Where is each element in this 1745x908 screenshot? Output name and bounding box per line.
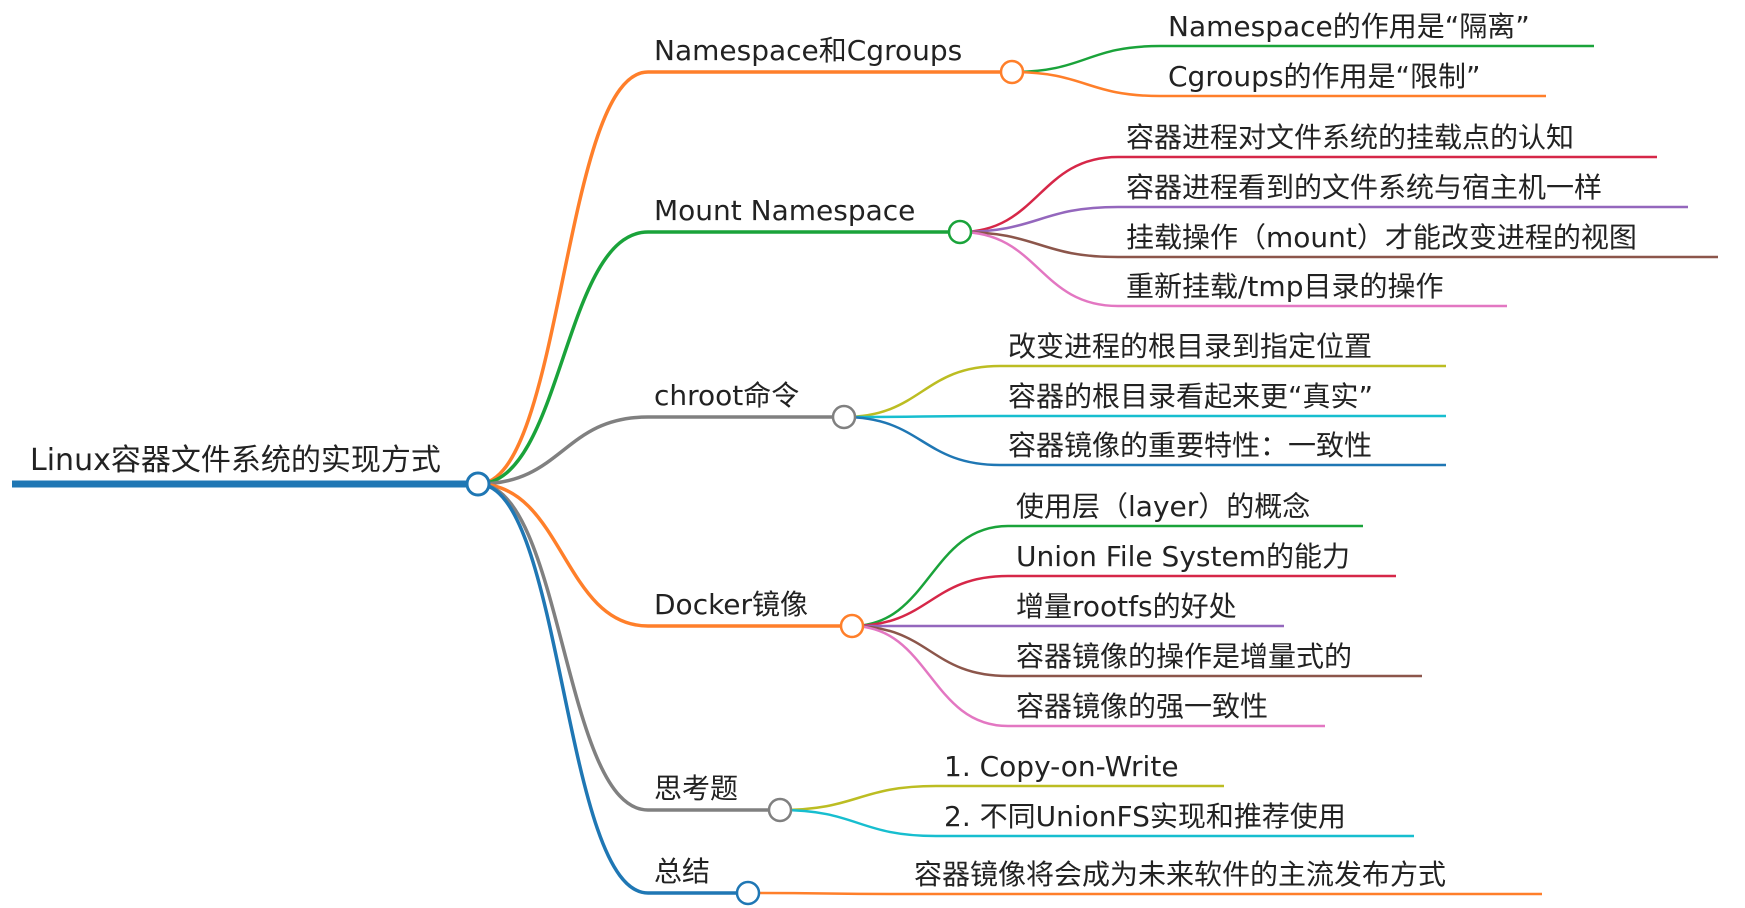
subtopic: 增量rootfs的好处 [1016,590,1237,623]
subtopic-connector [843,364,1001,419]
subtopic: 使用层（layer）的概念 [1016,490,1310,523]
subtopic-connector [779,784,937,812]
branch-collapse-toggle[interactable] [735,880,761,906]
branch-topic: Mount Namespace [654,194,915,227]
subtopic: Union File System的能力 [1016,540,1350,573]
subtopic: 改变进程的根目录到指定位置 [1008,330,1372,363]
subtopic-connector [843,415,1001,467]
branch-topic: 总结 [654,855,710,888]
branch-collapse-toggle[interactable] [839,613,865,639]
branch-connector [477,70,649,486]
subtopic-connector [851,524,1009,628]
branch-topic: Namespace和Cgroups [654,34,962,67]
branch-connector [477,482,649,895]
subtopic: 容器镜像将会成为未来软件的主流发布方式 [914,858,1446,891]
branch-topic: Docker镜像 [654,588,808,621]
mindmap-edges [12,44,1718,896]
subtopic: 容器镜像的重要特性：一致性 [1008,429,1372,462]
subtopic: 1. Copy-on-Write [944,750,1179,783]
subtopic-connector [851,624,1009,728]
branch-collapse-toggle[interactable] [767,797,793,823]
subtopic-connector [959,205,1119,234]
branch-topic: 思考题 [654,772,738,805]
subtopic: 重新挂载/tmp目录的操作 [1126,270,1443,303]
subtopic-connector [851,624,1009,678]
subtopic: Cgroups的作用是“限制” [1168,60,1480,93]
branch-connector [477,482,649,628]
subtopic-connector [959,155,1119,234]
subtopic: 2. 不同UnionFS实现和推荐使用 [944,800,1346,833]
subtopic-connector [1011,70,1161,98]
branch-collapse-toggle[interactable] [947,219,973,245]
subtopic-connector [843,414,1001,419]
subtopic: 容器镜像的强一致性 [1016,690,1268,723]
subtopic: Namespace的作用是“隔离” [1168,10,1530,43]
subtopic-connector [747,891,907,896]
subtopic-connector [959,230,1119,308]
subtopic: 容器镜像的操作是增量式的 [1016,640,1352,673]
branch-collapse-toggle[interactable] [831,404,857,430]
root-collapse-toggle[interactable] [465,471,491,497]
subtopic: 容器的根目录看起来更“真实” [1008,380,1373,413]
mindmap-nodes [465,59,1025,906]
subtopic-connector [851,574,1009,628]
branch-connector [477,482,649,812]
subtopic: 容器进程看到的文件系统与宿主机一样 [1126,171,1602,204]
subtopic-connector [959,230,1119,259]
branch-connector [477,415,649,486]
subtopic: 容器进程对文件系统的挂载点的认知 [1126,121,1574,154]
branch-collapse-toggle[interactable] [999,59,1025,85]
subtopic-connector [1011,44,1161,74]
subtopic: 挂载操作（mount）才能改变进程的视图 [1126,221,1637,254]
mindmap-labels: Linux容器文件系统的实现方式 Namespace和Cgroups Namespa… [30,10,1637,891]
root-topic: Linux容器文件系统的实现方式 [30,443,441,478]
branch-connector [477,230,649,486]
subtopic-connector [779,808,937,838]
branch-topic: chroot命令 [654,379,799,412]
